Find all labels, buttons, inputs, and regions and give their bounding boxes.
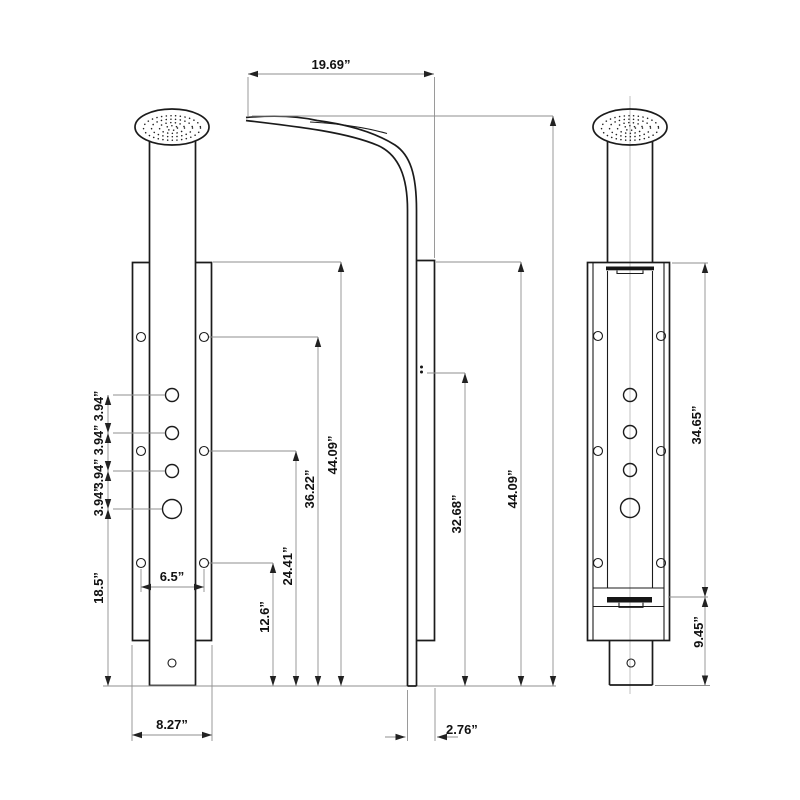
dim-panel-height-side: 44.09”	[505, 469, 520, 508]
dim-arm-reach: 19.69”	[311, 57, 350, 72]
mounting-hole	[198, 445, 210, 457]
mounting-hole	[198, 557, 210, 569]
bottom-mounting-bar	[607, 597, 652, 603]
rear-view	[586, 96, 671, 694]
mounting-hole	[592, 445, 604, 457]
dim-side-dots-height: 32.68”	[449, 494, 464, 533]
profile-detail-dot	[420, 370, 423, 374]
body-jet-large	[619, 497, 641, 519]
dim-jet-spacing-4: 3.94”	[92, 486, 106, 517]
depth-extension-lines	[407, 688, 436, 741]
rear-column	[606, 141, 654, 262]
rear-inner-walls	[592, 263, 665, 640]
side-view	[245, 115, 436, 687]
side-dimensions: 19.69” 32.68” 44.09” 2.76”	[247, 57, 557, 741]
mounting-hole	[655, 445, 667, 457]
body-jet	[622, 462, 638, 478]
rear-dimensions: 34.65” 9.45”	[655, 262, 710, 686]
dim-rear-bottom-offset: 9.45”	[691, 616, 706, 648]
mounting-hole	[135, 331, 147, 343]
dim-rear-bracket-span: 34.65”	[689, 405, 704, 444]
body-jet-large	[161, 498, 183, 520]
dim-jet-spacing-3: 3.94”	[92, 459, 106, 490]
showerhead-nozzle-dots	[142, 114, 202, 142]
mounting-hole	[135, 445, 147, 457]
front-center-column	[148, 141, 197, 687]
dim-big-jet-height: 18.5”	[91, 572, 106, 604]
jet-leader-lines	[113, 394, 165, 510]
dim-panel-width: 8.27”	[156, 717, 188, 732]
shower-arm-top-edge	[245, 115, 418, 686]
showerhead-rear	[592, 108, 668, 146]
mounting-hole	[655, 557, 667, 569]
dim-lower-holes-height: 12.6”	[257, 601, 272, 633]
mounting-hole	[626, 658, 636, 668]
body-jet	[164, 463, 180, 479]
dim-jet-spacing-2: 3.94”	[92, 425, 106, 456]
mounting-hole	[592, 557, 604, 569]
rear-bottom-extension	[608, 641, 654, 686]
mounting-hole	[167, 658, 177, 668]
bottom-bar-rails	[593, 587, 664, 608]
body-jet	[164, 387, 180, 403]
front-left-rail	[131, 261, 150, 642]
front-dimensions: 3.94” 3.94” 3.94” 3.94” 18.5” 6.5” 12.6”…	[91, 261, 556, 741]
mounting-hole	[592, 330, 604, 342]
top-mounting-bar	[606, 266, 654, 271]
rear-rail-lines	[606, 271, 654, 588]
showerhead-front	[134, 108, 210, 146]
showerhead-plate-edge	[309, 121, 388, 135]
width-extension-lines	[131, 645, 213, 741]
mounting-hole	[135, 557, 147, 569]
top-bar-notch	[616, 270, 644, 275]
body-jet	[622, 424, 638, 440]
reach-extension-lines	[247, 77, 435, 258]
mounting-hole	[655, 330, 667, 342]
front-view	[131, 108, 213, 687]
dim-upper-holes-height: 36.22”	[302, 469, 317, 508]
mounting-hole	[198, 331, 210, 343]
body-jet	[164, 425, 180, 441]
shower-arm-bottom-edge	[245, 119, 409, 686]
rear-panel-body	[586, 261, 671, 642]
profile-detail-dot	[420, 365, 423, 369]
front-right-rail	[195, 261, 213, 642]
dim-panel-depth: 2.76”	[446, 722, 478, 737]
showerhead-nozzle-dots	[600, 114, 660, 142]
panel-side-profile	[407, 259, 436, 687]
dim-lower-holes-span: 6.5”	[160, 569, 185, 584]
dim-jet-spacing-1: 3.94”	[92, 391, 106, 422]
dim-mid-holes-height: 24.41”	[280, 546, 295, 585]
dim-panel-height-front: 44.09”	[325, 435, 340, 474]
body-jet	[622, 387, 638, 403]
bottom-bar-notch	[618, 602, 644, 608]
